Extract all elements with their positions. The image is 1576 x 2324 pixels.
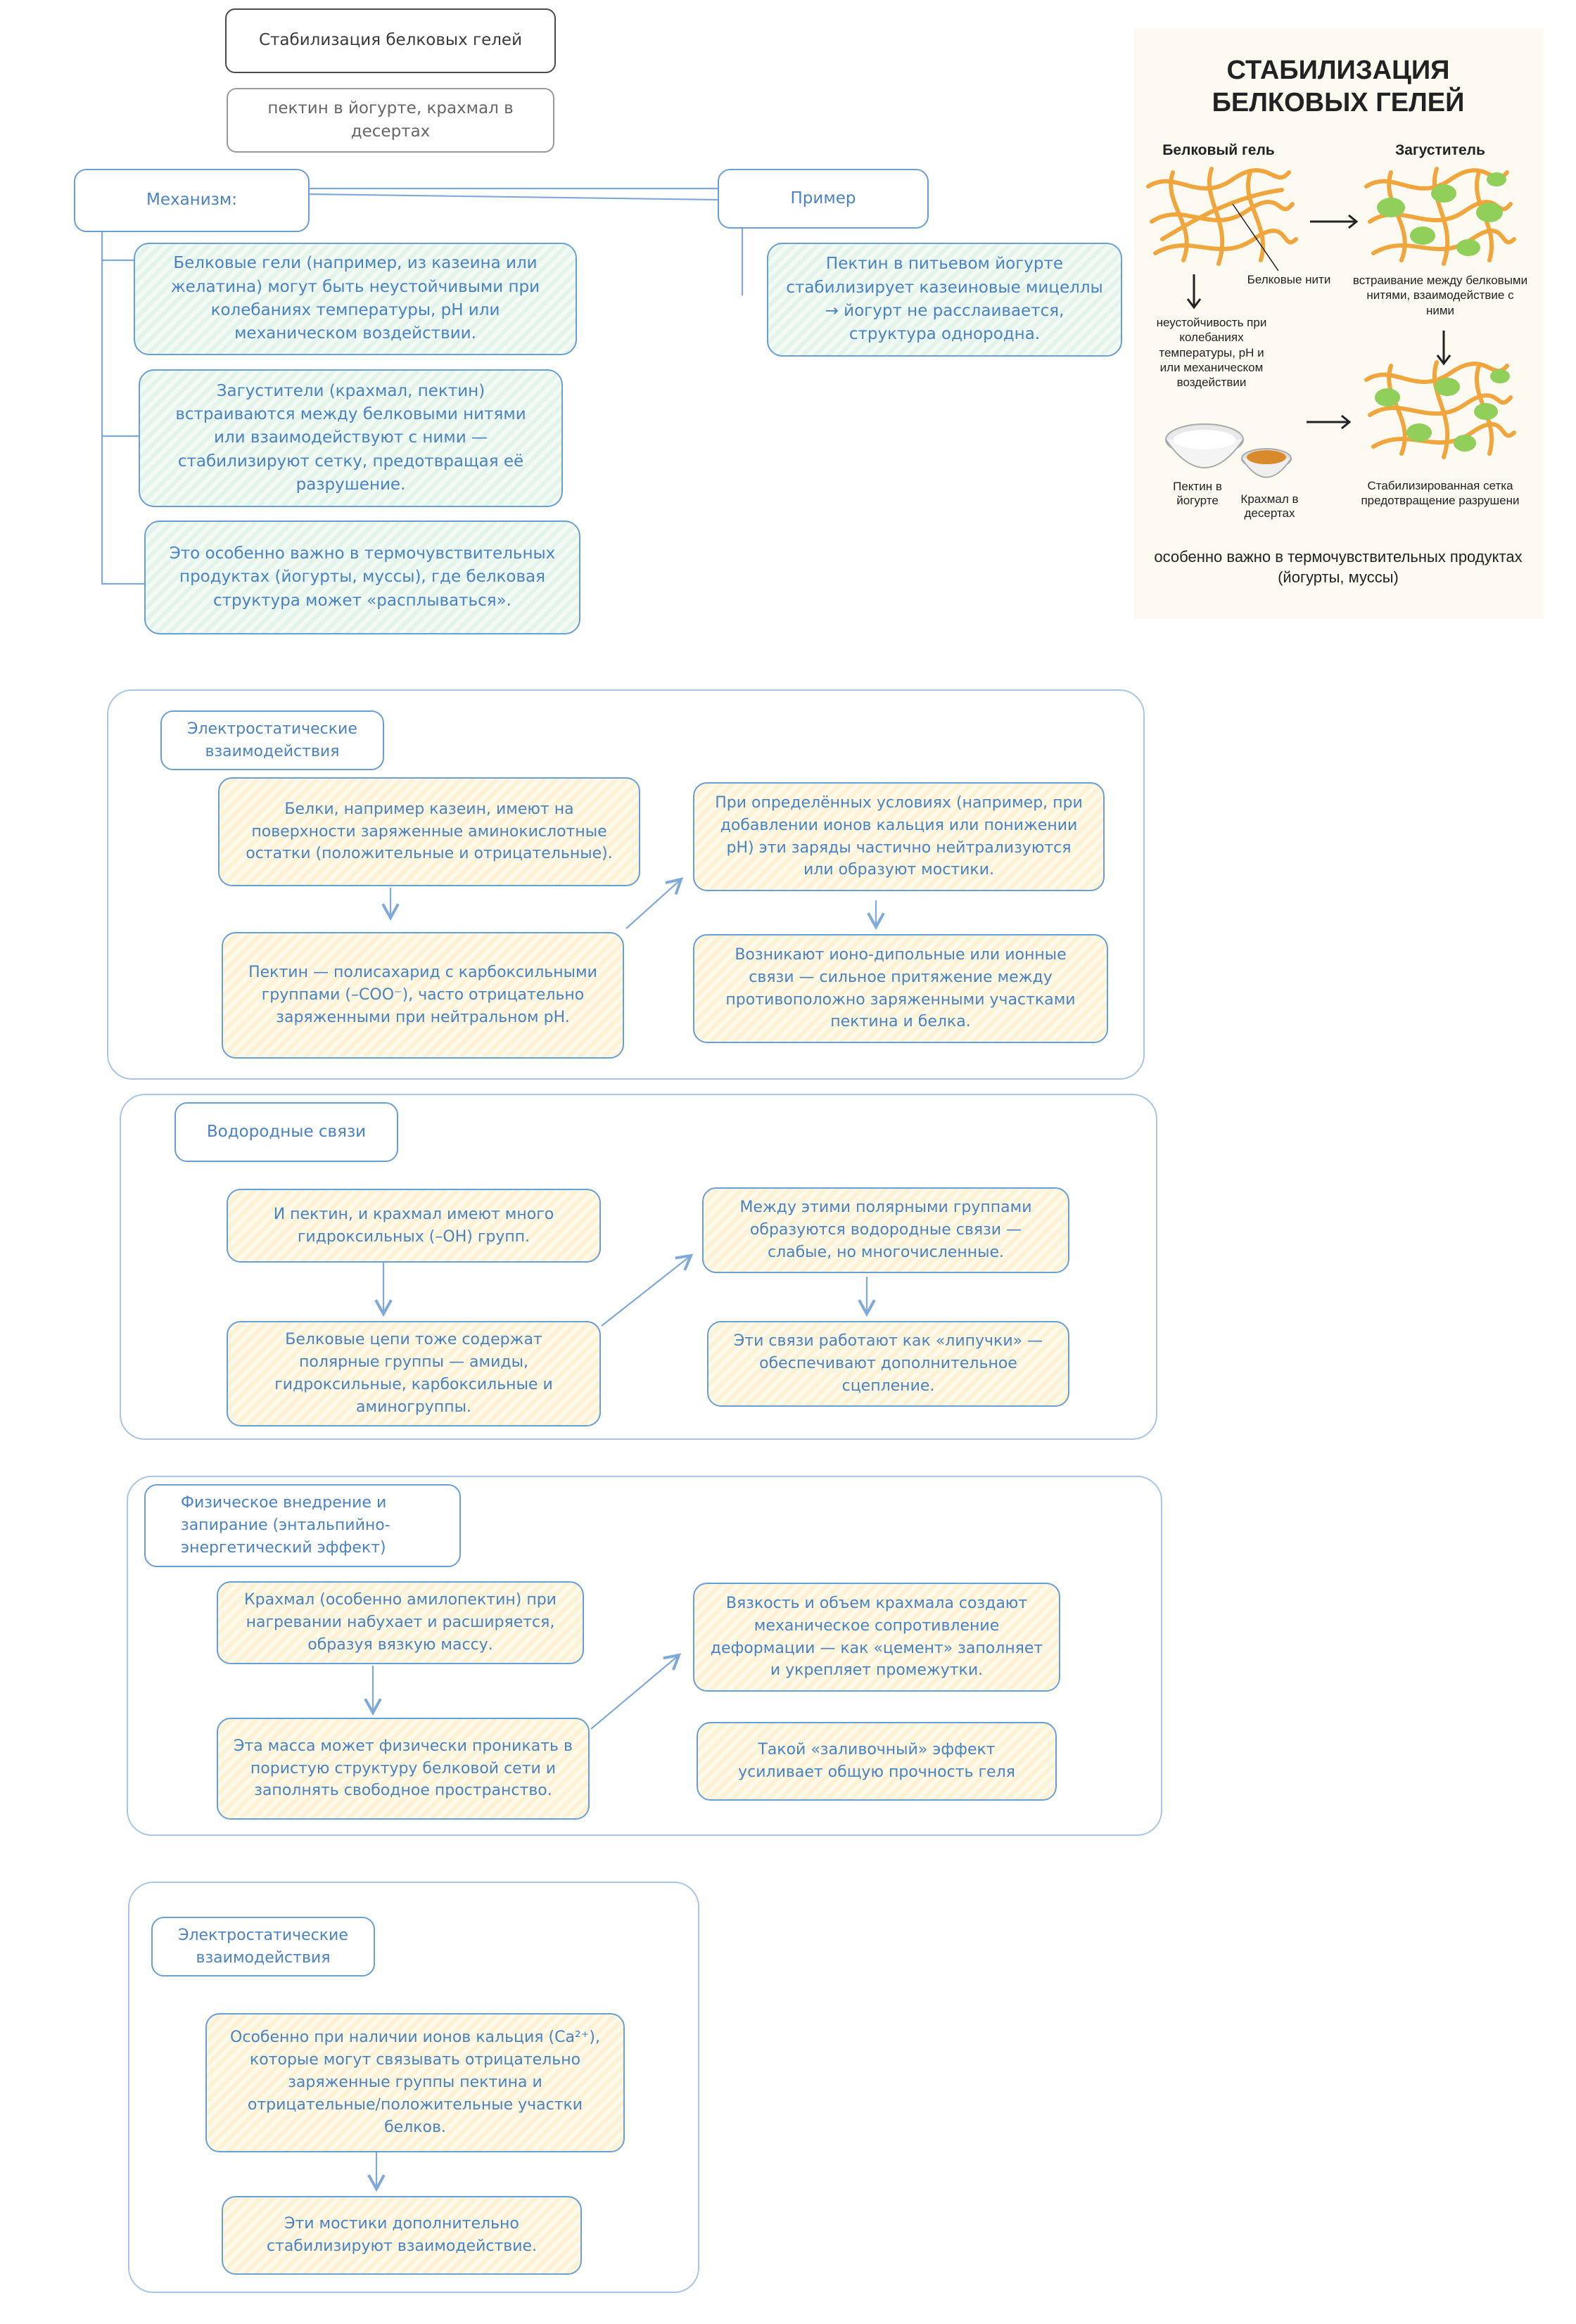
physical-left-top: Крахмал (особенно амилопектин) при нагре… [217, 1581, 584, 1664]
section-physical [127, 1476, 1162, 1836]
hydrogen-left-bottom: Белковые цепи тоже содержат полярные гру… [227, 1321, 601, 1426]
electrostatic2-label: Электростатические взаимодействия [151, 1917, 375, 1977]
yogurt-bowl-icon [1165, 423, 1244, 468]
mechanism-item-1: Белковые гели (например, из казеина или … [134, 243, 577, 355]
electrostatic-right-bottom: Возникают ионо-дипольные или ионные связ… [693, 934, 1108, 1043]
physical-right-top-text: Вязкость и объем крахмала создают механи… [710, 1594, 1043, 1680]
hydrogen-label: Водородные связи [174, 1102, 398, 1162]
mechanism-item-2: Загустители (крахмал, пектин) встраивают… [139, 369, 563, 507]
section-electrostatic-2 [128, 1882, 699, 2293]
electrostatic-right-top: При определённых условиях (например, при… [693, 782, 1105, 891]
diagram-title-text: Стабилизация белковых гелей [258, 31, 523, 50]
thickener-drawing [1364, 167, 1516, 266]
electrostatic2-top: Особенно при наличии ионов кальция (Ca²⁺… [205, 2013, 625, 2152]
infographic-title: СТАБИЛИЗАЦИЯ БЕЛКОВЫХ ГЕЛЕЙ [1212, 56, 1465, 117]
stabilized-net-drawing [1364, 360, 1516, 459]
physical-left-top-text: Крахмал (особенно амилопектин) при нагре… [244, 1591, 557, 1654]
physical-left-bottom-text: Эта масса может физически проникать в по… [234, 1737, 573, 1800]
electrostatic-right-bottom-text: Возникают ионо-дипольные или ионные связ… [725, 945, 1076, 1031]
example-text: Пектин в питьевом йогурте стабилизирует … [767, 243, 1122, 357]
dessert-bowl-icon [1241, 448, 1292, 478]
diagram-subtitle: пектин в йогурте, крахмал в десертах [227, 88, 554, 153]
infographic-embedding-label: встраивание между белковыми нитями, взаи… [1352, 274, 1528, 317]
infographic-stabilized-label: Стабилизированная сетка предотвращение р… [1361, 479, 1520, 508]
electrostatic-label-text: Электростатические взаимодействия [187, 720, 357, 760]
hydrogen-right-bottom-text: Эти связи работают как «липучки» — обесп… [733, 1332, 1043, 1395]
physical-label: Физическое внедрение и запирание (энталь… [144, 1484, 461, 1567]
electrostatic2-top-text: Особенно при наличии ионов кальция (Ca²⁺… [230, 2029, 600, 2136]
hydrogen-left-bottom-text: Белковые цепи тоже содержат полярные гру… [274, 1331, 553, 1416]
diagram-subtitle-text: пектин в йогурте, крахмал в десертах [267, 98, 514, 141]
physical-right-bottom-text: Такой «заливочный» эффект усиливает общу… [738, 1741, 1015, 1781]
electrostatic-left-top: Белки, например казеин, имеют на поверхн… [218, 777, 640, 886]
infographic-pectin-label: Пектин в йогурте [1173, 480, 1222, 508]
infographic-panel: СТАБИЛИЗАЦИЯ БЕЛКОВЫХ ГЕЛЕЙ Белковый гел… [1134, 28, 1544, 619]
mechanism-label: Механизм: [74, 169, 310, 232]
physical-label-text: Физическое внедрение и запирание (энталь… [181, 1494, 390, 1557]
mechanism-item-3: Это особенно важно в термочувствительных… [144, 521, 580, 634]
example-text-content: Пектин в питьевом йогурте стабилизирует … [786, 255, 1103, 344]
electrostatic2-bottom-text: Эти мостики дополнительно стабилизируют … [266, 2215, 538, 2255]
infographic-illustration [1146, 167, 1516, 478]
electrostatic2-label-text: Электростатические взаимодействия [178, 1926, 348, 1967]
hydrogen-right-top-text: Между этими полярными группами образуютс… [739, 1199, 1032, 1261]
example-label: Пример [718, 169, 929, 229]
connector-mechanism-tree [101, 232, 144, 585]
infographic-note: особенно важно в термочувствительных про… [1154, 548, 1523, 586]
mechanism-item-2-text: Загустители (крахмал, пектин) встраивают… [175, 381, 526, 494]
electrostatic2-bottom: Эти мостики дополнительно стабилизируют … [222, 2196, 582, 2275]
infographic-protein-fibers-label: Белковые нити [1247, 273, 1331, 286]
infographic-thickener-label: Загуститель [1395, 142, 1485, 158]
electrostatic-left-bottom-text: Пектин — полисахарид с карбоксильными гр… [248, 964, 597, 1026]
diagram-title: Стабилизация белковых гелей [225, 8, 556, 73]
section-hydrogen [120, 1094, 1157, 1440]
electrostatic-label: Электростатические взаимодействия [160, 710, 384, 770]
infographic-instability-label: неустойчивость при колебаниях температур… [1156, 316, 1267, 389]
mechanism-label-text: Механизм: [146, 191, 237, 210]
hydrogen-left-top: И пектин, и крахмал имеют много гидрокси… [227, 1189, 601, 1263]
mechanism-item-3-text: Это особенно важно в термочувствительных… [169, 544, 556, 610]
example-label-text: Пример [790, 189, 856, 208]
electrostatic-left-top-text: Белки, например казеин, имеют на поверхн… [246, 800, 613, 863]
protein-gel-drawing [1146, 167, 1298, 266]
electrostatic-left-bottom: Пектин — полисахарид с карбоксильными гр… [222, 932, 624, 1059]
physical-right-top: Вязкость и объем крахмала создают механи… [693, 1583, 1060, 1692]
electrostatic-right-top-text: При определённых условиях (например, при… [715, 793, 1083, 879]
physical-right-bottom: Такой «заливочный» эффект усиливает общу… [697, 1722, 1057, 1801]
infographic-starch-label: Крахмал в десертах [1240, 492, 1299, 521]
mechanism-item-1-text: Белковые гели (например, из казеина или … [170, 254, 540, 343]
hydrogen-right-top: Между этими полярными группами образуютс… [702, 1187, 1069, 1273]
hydrogen-left-top-text: И пектин, и крахмал имеют много гидрокси… [273, 1205, 554, 1246]
infographic-protein-gel-label: Белковый гель [1162, 142, 1275, 158]
hydrogen-label-text: Водородные связи [206, 1122, 367, 1141]
section-electrostatic [107, 689, 1145, 1080]
hydrogen-right-bottom: Эти связи работают как «липучки» — обесп… [707, 1321, 1069, 1407]
physical-left-bottom: Эта масса может физически проникать в по… [217, 1718, 590, 1820]
